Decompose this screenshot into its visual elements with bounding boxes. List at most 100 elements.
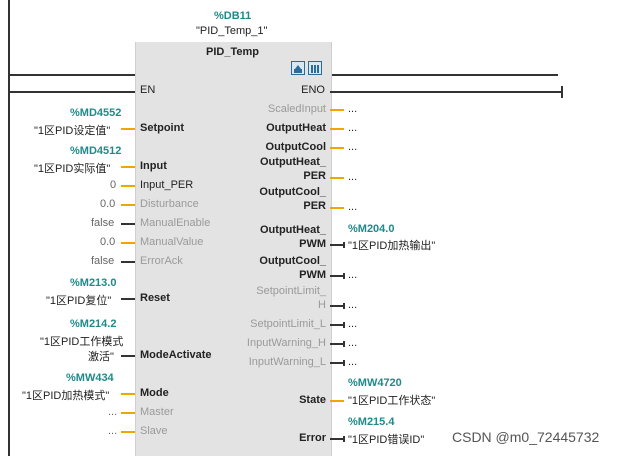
output-heat-pwm-address[interactable]: %M204.0 — [348, 223, 395, 235]
pin-mode-activate: ModeActivate — [140, 349, 212, 361]
left-power-rail — [8, 0, 10, 456]
error-ack-value[interactable]: false — [91, 255, 115, 267]
input-warning-l-tick — [343, 360, 345, 366]
pin-setpoint-limit-h-line1: SetpointLimit_ — [256, 285, 326, 297]
setpoint-limit-l-connector — [330, 324, 344, 326]
reset-connector — [121, 298, 135, 300]
setpoint-limit-h-connector — [330, 305, 344, 307]
eno-line — [330, 91, 562, 93]
output-heat-per-value[interactable]: ... — [348, 171, 358, 183]
output-cool-value[interactable]: ... — [348, 141, 358, 153]
output-heat-per-connector — [330, 177, 344, 179]
setpoint-limit-h-value[interactable]: ... — [348, 299, 358, 311]
pin-output-cool-pwm-line2: PWM — [299, 269, 326, 281]
pin-reset: Reset — [140, 292, 170, 304]
manual-value-connector — [121, 242, 135, 244]
master-connector — [121, 412, 135, 414]
error-ack-connector — [121, 261, 135, 263]
output-heat-pwm-tag[interactable]: "1区PID加热输出" — [348, 240, 436, 252]
error-tick — [343, 436, 345, 442]
manual-value-value[interactable]: 0.0 — [100, 236, 116, 248]
slave-connector — [121, 431, 135, 433]
setpoint-tag[interactable]: "1区PID设定值" — [34, 125, 111, 137]
input-warning-h-value[interactable]: ... — [348, 337, 358, 349]
setpoint-address[interactable]: %MD4552 — [70, 107, 122, 119]
pin-error-ack: ErrorAck — [140, 255, 183, 267]
eno-end-tick — [561, 86, 563, 98]
output-cool-pwm-connector — [330, 275, 344, 277]
input-address[interactable]: %MD4512 — [70, 145, 122, 157]
pin-en: EN — [140, 84, 156, 96]
slave-value[interactable]: ... — [108, 425, 118, 437]
setpoint-limit-h-tick — [343, 303, 345, 309]
output-heat-pwm-tick — [343, 242, 345, 248]
state-address[interactable]: %MW4720 — [348, 377, 402, 389]
pin-scaled-input: ScaledInput — [267, 103, 326, 115]
mode-connector — [121, 393, 135, 395]
pid-block-body[interactable] — [135, 42, 332, 456]
pin-output-heat-pwm-line1: OutputHeat_ — [260, 224, 326, 236]
pid-settings-icon[interactable] — [308, 61, 322, 75]
reset-address[interactable]: %M213.0 — [70, 277, 117, 289]
error-address[interactable]: %M215.4 — [348, 416, 395, 428]
pin-input-warning-l: InputWarning_L — [248, 356, 326, 368]
input-tag[interactable]: "1区PID实际值" — [34, 163, 111, 175]
manual-enable-value[interactable]: false — [91, 217, 115, 229]
input-warning-l-value[interactable]: ... — [348, 356, 358, 368]
block-title: PID_Temp — [206, 46, 259, 58]
input-connector — [121, 166, 135, 168]
output-cool-per-connector — [330, 207, 344, 209]
pin-master: Master — [140, 406, 174, 418]
output-heat-connector — [330, 128, 344, 130]
pin-manual-value: ManualValue — [140, 236, 204, 248]
pin-output-cool-pwm-line1: OutputCool_ — [259, 255, 326, 267]
instance-db-address[interactable]: %DB11 — [214, 10, 252, 22]
disturbance-connector — [121, 204, 135, 206]
block-view-icon[interactable] — [291, 61, 305, 75]
disturbance-value[interactable]: 0.0 — [100, 198, 116, 210]
mode-activate-tag-line2[interactable]: 激活" — [88, 351, 114, 363]
input-warning-l-connector — [330, 362, 344, 364]
mode-activate-tag-line1[interactable]: "1区PID工作模式 — [40, 336, 124, 348]
input-per-value[interactable]: 0 — [110, 179, 117, 191]
output-heat-value[interactable]: ... — [348, 122, 358, 134]
input-warning-h-tick — [343, 341, 345, 347]
pin-slave: Slave — [140, 425, 168, 437]
error-tag[interactable]: "1区PID错误ID" — [348, 434, 425, 446]
mode-activate-connector — [121, 355, 135, 357]
state-tag[interactable]: "1区PID工作状态" — [348, 395, 436, 407]
pin-setpoint-limit-l: SetpointLimit_L — [250, 318, 326, 330]
pin-error: Error — [299, 432, 326, 444]
pin-output-heat-per-line1: OutputHeat_ — [260, 156, 326, 168]
input-per-connector — [121, 185, 135, 187]
pin-output-heat: OutputHeat — [266, 122, 326, 134]
output-cool-pwm-value[interactable]: ... — [348, 269, 358, 281]
pin-input: Input — [140, 160, 167, 172]
manual-enable-connector — [121, 223, 135, 225]
watermark: CSDN @m0_72445732 — [452, 429, 600, 445]
instance-db-name[interactable]: "PID_Temp_1" — [196, 25, 268, 37]
pin-setpoint-limit-h-line2: H — [318, 299, 326, 311]
pin-disturbance: Disturbance — [140, 198, 199, 210]
pin-manual-enable: ManualEnable — [140, 217, 211, 229]
output-cool-per-value[interactable]: ... — [348, 201, 358, 213]
block-view-icon-glyph — [294, 65, 302, 73]
reset-tag[interactable]: "1区PID复位" — [46, 295, 112, 307]
scaled-input-value[interactable]: ... — [348, 103, 358, 115]
pin-input-per: Input_PER — [140, 179, 194, 191]
setpoint-limit-l-value[interactable]: ... — [348, 318, 358, 330]
mode-activate-address[interactable]: %M214.2 — [70, 318, 117, 330]
pin-eno: ENO — [301, 84, 325, 96]
pid-settings-icon-glyph — [311, 65, 319, 73]
master-value[interactable]: ... — [108, 406, 118, 418]
setpoint-connector — [121, 128, 135, 130]
en-line — [8, 91, 135, 93]
mode-tag[interactable]: "1区PID加热模式" — [22, 390, 110, 402]
scaled-input-connector — [330, 109, 344, 111]
setpoint-limit-l-tick — [343, 322, 345, 328]
error-connector — [330, 438, 344, 440]
mode-address[interactable]: %MW434 — [66, 372, 114, 384]
pin-output-cool-per-line1: OutputCool_ — [259, 186, 326, 198]
pin-output-heat-pwm-line2: PWM — [299, 238, 326, 250]
pin-output-cool: OutputCool — [265, 141, 326, 153]
